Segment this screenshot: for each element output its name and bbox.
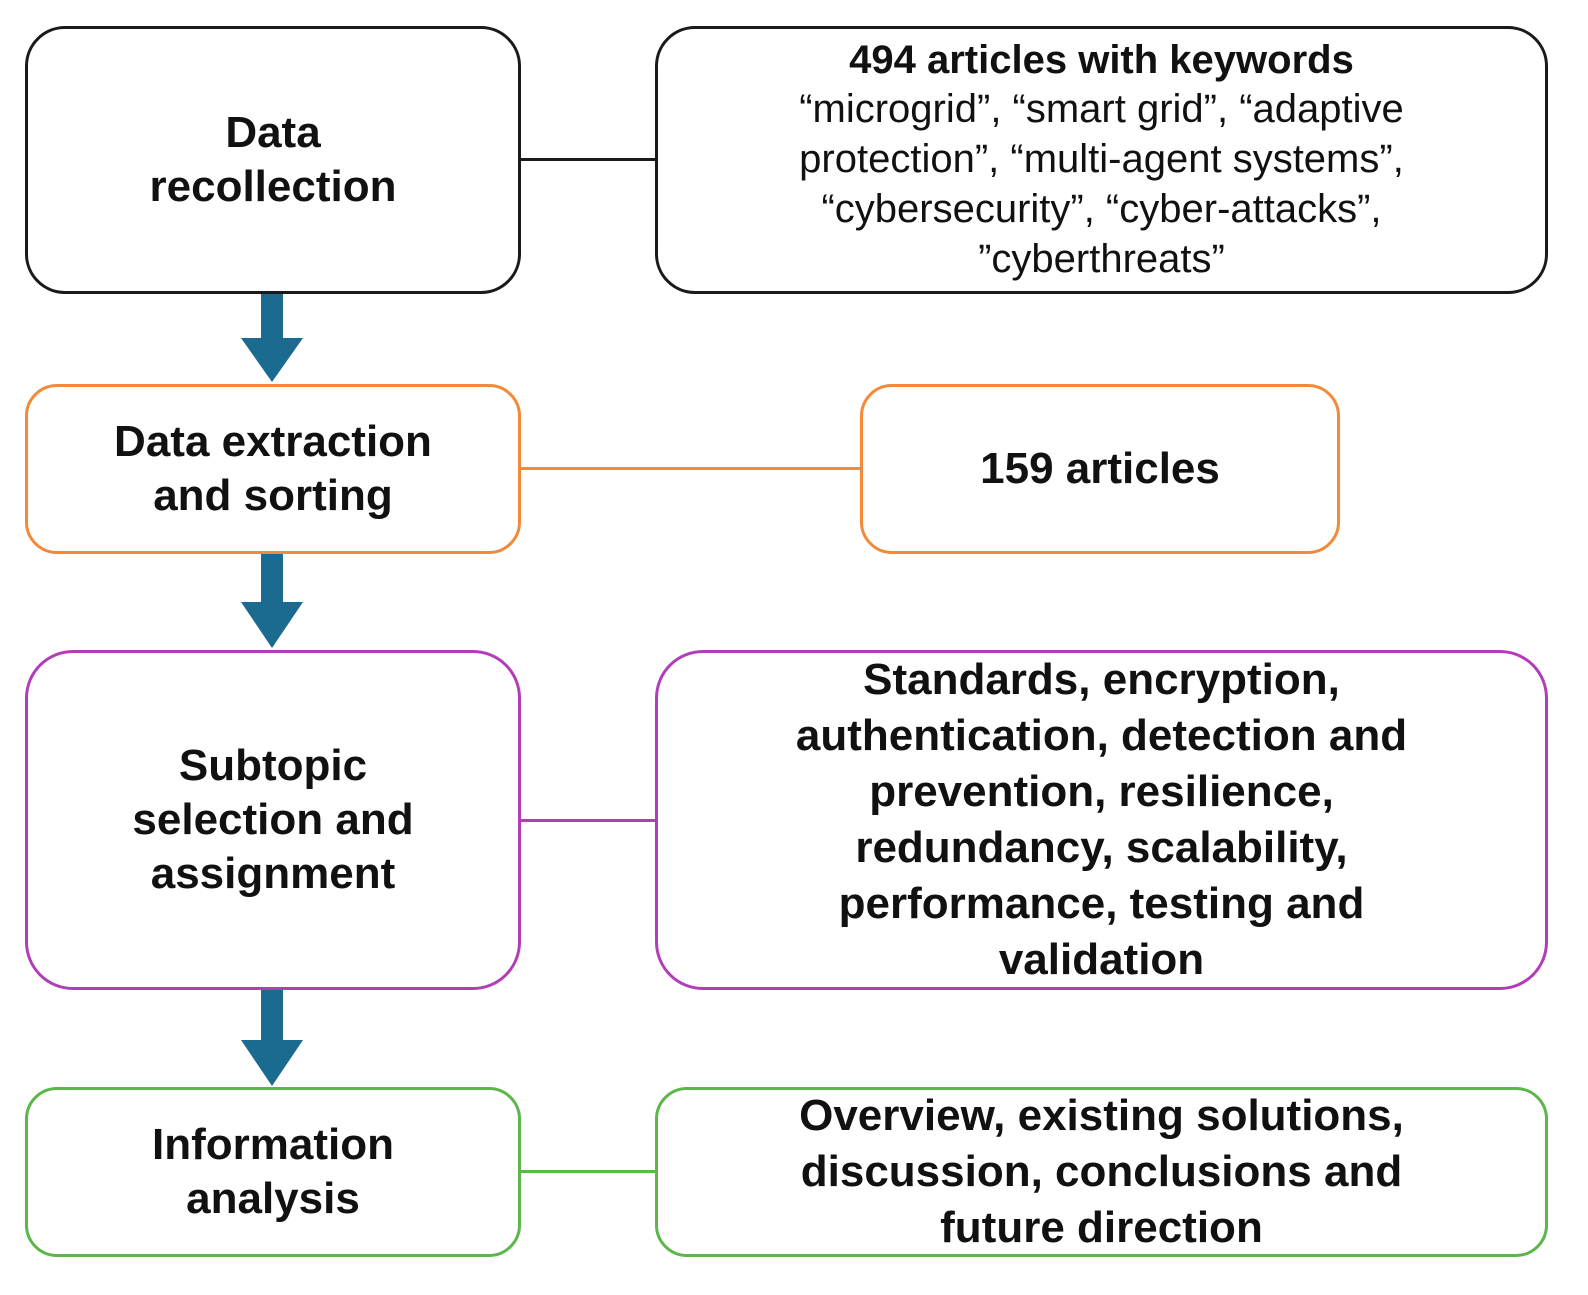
- stage-box-data-extraction: Data extraction and sorting: [25, 384, 521, 554]
- detail-label-subtopics: Standards, encryption, authentication, d…: [795, 655, 1408, 984]
- detail-box-keywords: 494 articles with keywords “microgrid”, …: [655, 26, 1548, 294]
- connector-line-row-3: [521, 819, 656, 822]
- article-count-heading: 494 articles with keywords: [849, 38, 1354, 82]
- detail-box-subtopics: Standards, encryption, authentication, d…: [655, 650, 1548, 990]
- stage-box-subtopic-selection: Subtopic selection and assignment: [25, 650, 521, 990]
- stage-label-subtopic-selection: Subtopic selection and assignment: [132, 741, 414, 898]
- detail-label-article-count: 159 articles: [980, 444, 1220, 493]
- detail-box-article-count: 159 articles: [860, 384, 1340, 554]
- down-arrow-3: [241, 990, 303, 1086]
- stage-label-information-analysis: Information analysis: [152, 1120, 394, 1223]
- keywords-text-block: 494 articles with keywords “microgrid”, …: [799, 36, 1404, 284]
- connector-line-row-4: [521, 1170, 656, 1173]
- detail-box-analysis-outputs: Overview, existing solutions, discussion…: [655, 1087, 1548, 1257]
- connector-line-row-2: [521, 467, 861, 470]
- connector-line-row-1: [521, 158, 656, 161]
- keyword-list: “microgrid”, “smart grid”, “adaptive pro…: [799, 87, 1404, 281]
- down-arrow-1: [241, 294, 303, 382]
- stage-box-data-recollection: Data recollection: [25, 26, 521, 294]
- down-arrow-2: [241, 554, 303, 648]
- stage-label-data-extraction: Data extraction and sorting: [114, 417, 432, 520]
- detail-label-analysis-outputs: Overview, existing solutions, discussion…: [799, 1091, 1404, 1252]
- stage-box-information-analysis: Information analysis: [25, 1087, 521, 1257]
- stage-label-data-recollection: Data recollection: [149, 108, 397, 211]
